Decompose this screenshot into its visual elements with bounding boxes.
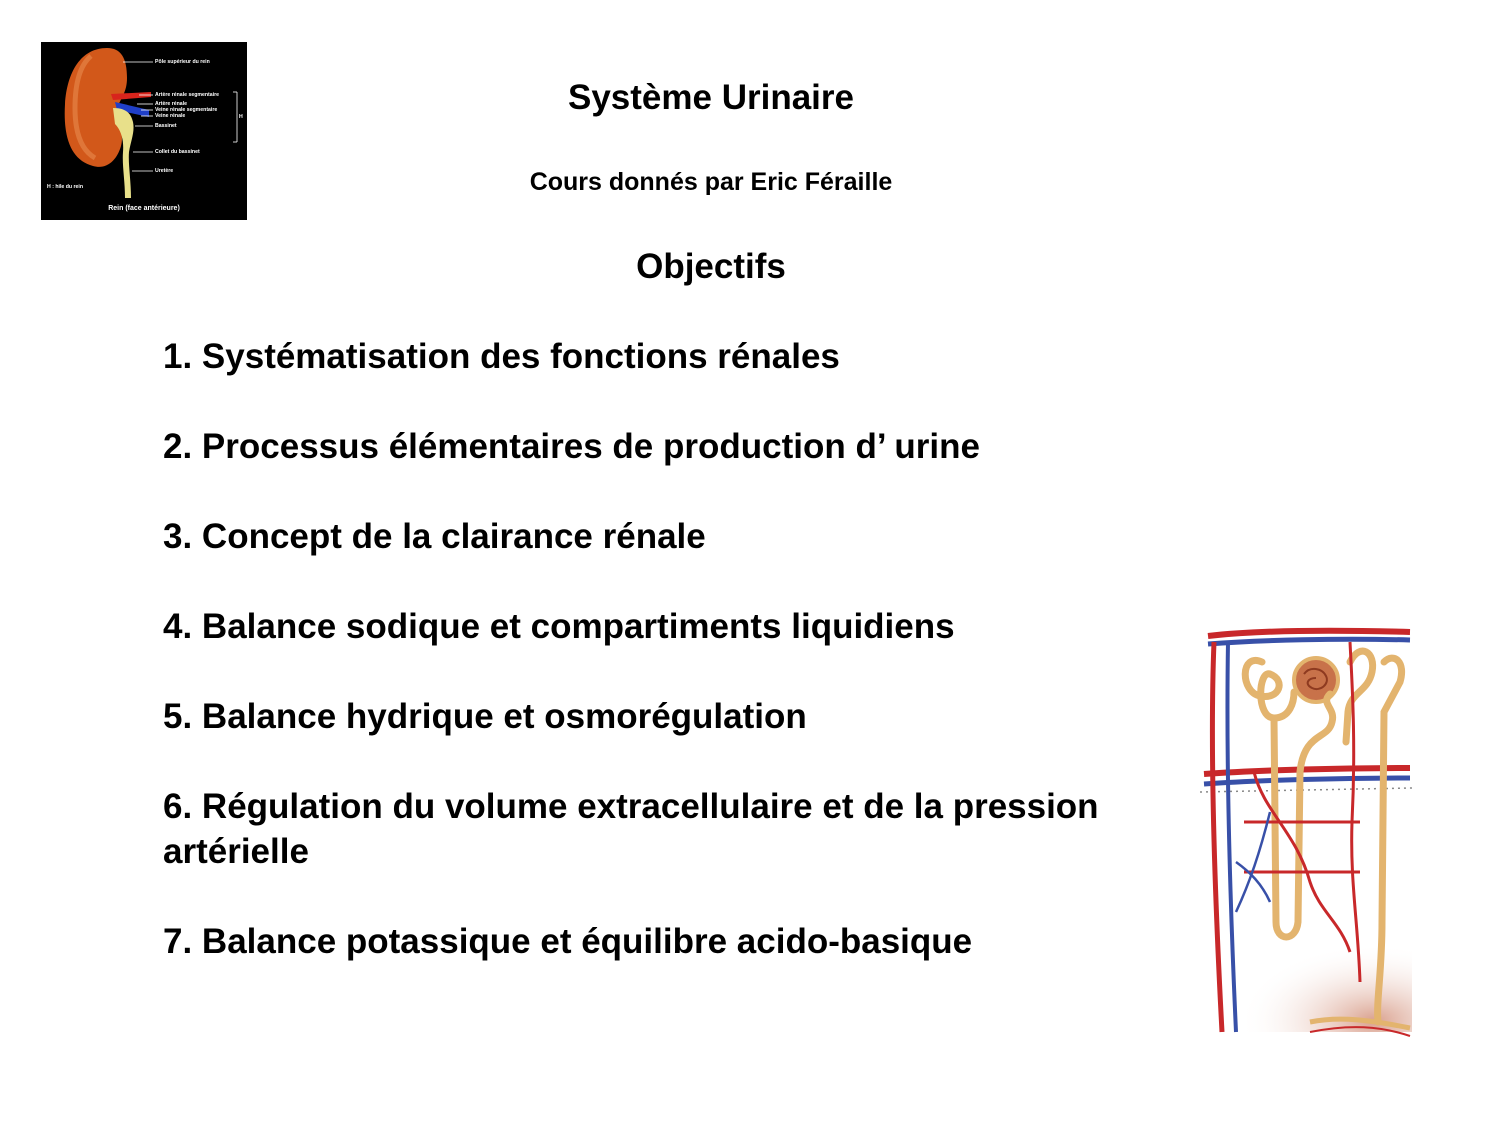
kidney-label-artere-segmentaire: Artère rénale segmentaire bbox=[155, 92, 219, 98]
kidney-label-veine-segmentaire: Veine rénale segmentaire bbox=[155, 107, 217, 113]
kidney-label-hile: H : hile du rein bbox=[47, 184, 83, 190]
ureter-shape bbox=[113, 108, 134, 198]
kidney-caption: Rein (face antérieure) bbox=[108, 205, 180, 212]
kidney-label-uretere: Uretère bbox=[155, 168, 173, 174]
objective-2: 2. Processus élémentaires de production … bbox=[163, 427, 980, 466]
objective-5: 5. Balance hydrique et osmorégulation bbox=[163, 697, 807, 736]
kidney-label-bassinet: Bassinet bbox=[155, 123, 177, 129]
kidney-label-collet: Collet du bassinet bbox=[155, 149, 200, 155]
kidney-label-artere: Artère rénale bbox=[155, 101, 187, 107]
objectives-heading: Objectifs bbox=[636, 247, 786, 286]
artery-shape bbox=[111, 92, 151, 100]
objective-7: 7. Balance potassique et équilibre acido… bbox=[163, 922, 973, 961]
vein-shape bbox=[115, 102, 149, 117]
kidney-label-veine: Veine rénale bbox=[155, 113, 185, 119]
slide-subtitle: Cours donnés par Eric Féraille bbox=[529, 168, 893, 196]
objective-3: 3. Concept de la clairance rénale bbox=[163, 517, 706, 556]
objective-4: 4. Balance sodique et compartiments liqu… bbox=[163, 607, 955, 646]
kidney-anatomy-figure: Pôle supérieur du rein Artère rénale seg… bbox=[41, 42, 247, 220]
nephron-illustration bbox=[1200, 622, 1412, 1040]
kidney-label-h-mark: H bbox=[239, 114, 243, 120]
objective-1: 1. Systématisation des fonctions rénales bbox=[163, 337, 840, 376]
kidney-label-pole: Pôle supérieur du rein bbox=[155, 59, 210, 65]
objective-6: 6. Régulation du volume extracellulaire … bbox=[163, 787, 1099, 871]
slide-title: Système Urinaire bbox=[568, 78, 854, 117]
